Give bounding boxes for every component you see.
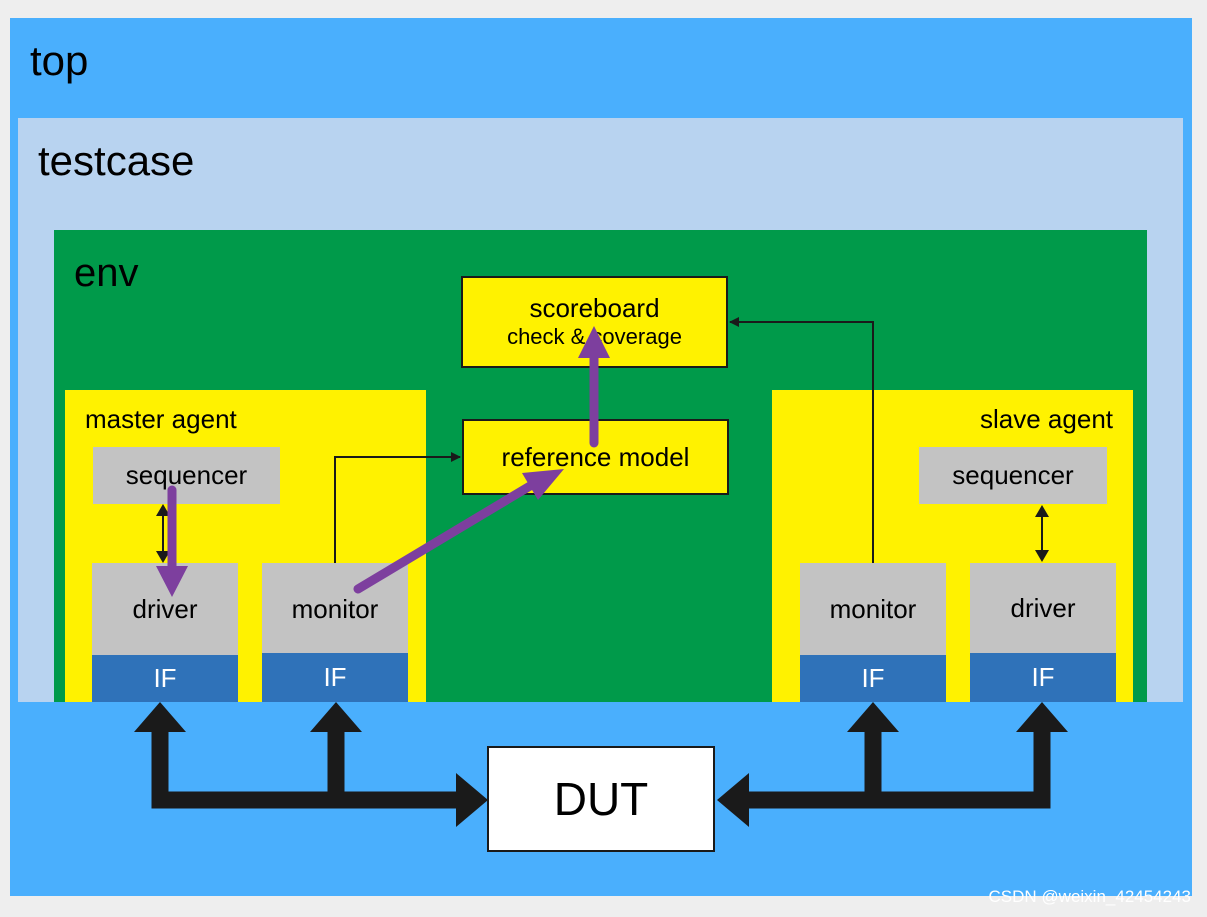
dut-label: DUT: [553, 773, 649, 825]
slave-seq-driver-double-arrow: [1035, 505, 1049, 562]
slave-monitor-block: monitor: [800, 563, 946, 655]
env-label: env: [74, 251, 139, 295]
slave-bus-arrow: [717, 702, 1068, 827]
slave-agent-label: slave agent: [980, 404, 1113, 434]
master-bus-arrow: [134, 702, 488, 827]
slave-monitor-if-label: IF: [861, 663, 885, 693]
watermark-text: CSDN @weixin_42454243: [988, 887, 1191, 906]
slave-driver-block: driver: [970, 563, 1116, 653]
slave-monitor-to-scoreboard-connector: [729, 317, 874, 563]
flow-refmodel-to-scoreboard-arrow: [578, 326, 610, 448]
slave-driver-label: driver: [1010, 592, 1076, 623]
slave-sequencer-label: sequencer: [952, 460, 1074, 490]
slave-driver-if-block: IF: [970, 653, 1116, 702]
slave-driver-if-label: IF: [1031, 662, 1055, 692]
flow-sequencer-to-driver-arrow: [156, 485, 188, 597]
dut-bus-connectors: [134, 702, 1068, 827]
master-sequencer-block: sequencer: [93, 447, 280, 504]
monitor-to-refmodel-connector: [334, 452, 461, 563]
dut-block: DUT: [487, 746, 715, 852]
master-driver-if-label: IF: [153, 663, 177, 693]
slave-monitor-if-block: IF: [800, 655, 946, 702]
top-label: top: [30, 37, 89, 84]
master-sequencer-label: sequencer: [125, 460, 248, 490]
slave-sequencer-block: sequencer: [919, 447, 1107, 504]
master-monitor-if-label: IF: [323, 662, 347, 692]
master-seq-driver-double-arrow: [156, 504, 170, 563]
master-agent-label: master agent: [85, 404, 237, 434]
slave-monitor-label: monitor: [829, 593, 917, 624]
master-monitor-label: monitor: [291, 593, 379, 624]
master-driver-label: driver: [132, 593, 198, 624]
master-driver-if-block: IF: [92, 655, 238, 702]
scoreboard-title: scoreboard: [529, 292, 660, 323]
testcase-label: testcase: [38, 137, 195, 184]
master-monitor-if-block: IF: [262, 653, 408, 702]
flow-monitor-to-refmodel-arrow: [353, 469, 564, 594]
